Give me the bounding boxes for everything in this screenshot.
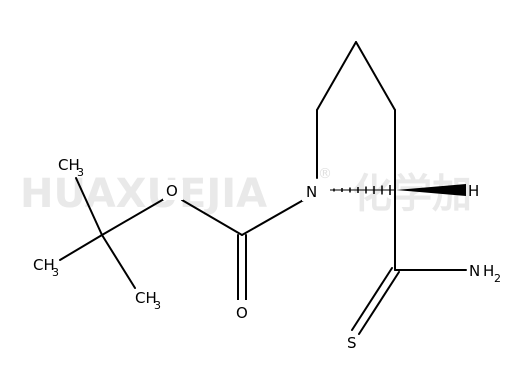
atom-amine-subscript: 2 (494, 272, 501, 285)
bond-n-carbonyl (241, 197, 308, 236)
methyl-top-label: CH (58, 156, 80, 174)
atom-amine-h: H (483, 262, 494, 280)
bond-tbu-me-bottom (101, 234, 136, 289)
bonds (59, 41, 467, 335)
atom-amine-n: N (469, 262, 480, 280)
atom-labels: N H O O S N H 2 CH 3 CH 3 CH 3 (33, 156, 501, 352)
atom-oxygen-carbonyl: O (236, 304, 248, 322)
bond-tbu-me-top (75, 177, 103, 236)
bond-ring-1 (316, 41, 357, 111)
bond-hashed-wedge-n (330, 185, 394, 195)
bond-cs-double-2 (358, 271, 400, 335)
bond-cs-double-1 (351, 267, 393, 331)
watermark: HUAXUEJIA ® 化学加 (20, 166, 472, 217)
atom-sulfur: S (347, 334, 357, 352)
atom-nitrogen-ring: N (306, 183, 317, 201)
methyl-bottom-label: CH (135, 289, 157, 307)
watermark-registered: ® (318, 166, 332, 182)
bond-ring-2 (355, 41, 396, 111)
methyl-top-subscript: 3 (77, 166, 84, 179)
methyl-left-subscript: 3 (52, 266, 59, 279)
methyl-left-label: CH (33, 256, 55, 274)
bond-tbu-me-left (59, 234, 103, 261)
bond-carbonyl-o (181, 199, 243, 236)
bond-o-tbu (101, 198, 165, 236)
methyl-bottom-subscript: 3 (154, 299, 161, 312)
watermark-latin: HUAXUEJIA (20, 171, 267, 217)
atom-oxygen-ether: O (166, 182, 178, 200)
bond-bold-wedge-h (396, 184, 466, 196)
atom-hydrogen-stereo: H (468, 182, 479, 200)
